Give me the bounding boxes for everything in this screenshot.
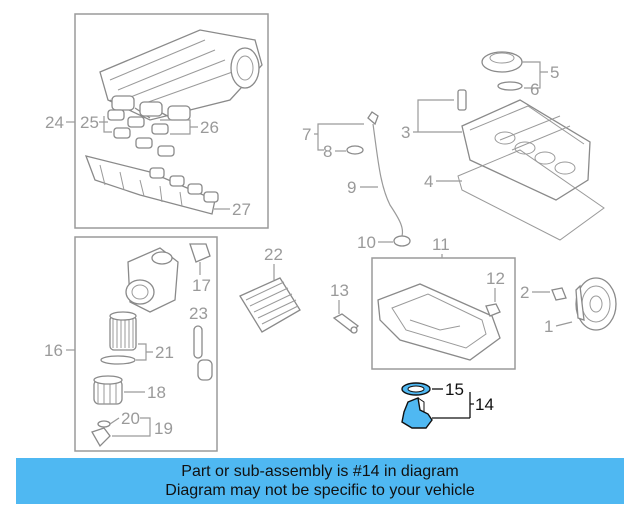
valve-cover-gasket-drawing [457, 149, 605, 241]
drain-plug-12-drawing [485, 303, 501, 317]
callout-25: 25 [80, 113, 99, 132]
callout-14: 14 [475, 395, 494, 414]
gasket-set-drawing [107, 109, 175, 157]
lower-manifold-drawing [84, 155, 219, 215]
oil-level-sensor-drawing [332, 313, 359, 334]
callout-24: 24 [45, 113, 64, 132]
callout-15: 15 [445, 380, 464, 399]
oil-pan-drawing [377, 283, 501, 361]
intake-manifold-group-box [74, 13, 269, 229]
oil-cooler-drawing [239, 277, 301, 333]
callout-4: 4 [424, 172, 433, 191]
callout-13: 13 [330, 281, 349, 300]
callout-1: 1 [544, 317, 553, 336]
callout-8: 8 [323, 142, 332, 161]
callout-2: 2 [520, 283, 529, 302]
banner-line-2: Diagram may not be specific to your vehi… [165, 482, 475, 499]
callout-16: 16 [44, 341, 63, 360]
oil-filter-group-box [74, 236, 218, 452]
callout-22: 22 [264, 245, 283, 264]
callout-11: 11 [432, 235, 450, 254]
oil-filter-element-drawing [100, 311, 137, 365]
gasket-23-drawing [193, 325, 213, 381]
callout-26: 26 [200, 118, 219, 137]
callout-3: 3 [401, 123, 410, 142]
crank-pulley-drawing [575, 277, 617, 331]
oil-strainer-gasket-drawing [401, 382, 431, 396]
info-banner: Part or sub-assembly is #14 in diagram D… [16, 458, 624, 504]
intake-manifold-drawing [99, 29, 263, 121]
callout-6: 6 [530, 80, 539, 99]
callout-20: 20 [121, 409, 140, 428]
callout-21: 21 [155, 343, 174, 362]
dipstick-drawing [346, 111, 411, 247]
banner-line-1: Part or sub-assembly is #14 in diagram [181, 463, 459, 480]
valve-cover-drawing [461, 99, 591, 201]
oil-filler-cap-drawing [481, 51, 523, 91]
callout-27: 27 [232, 200, 251, 219]
pulley-bolt-drawing [551, 287, 567, 301]
pcv-valve-drawing [457, 89, 467, 111]
callout-12: 12 [486, 269, 505, 288]
callout-23: 23 [189, 304, 208, 323]
filter-cap-drawing [93, 375, 123, 405]
oil-pan-group-box [371, 257, 516, 370]
oil-strainer-drawing [401, 397, 433, 429]
filter-housing-drawing [125, 243, 211, 313]
callout-19: 19 [154, 419, 173, 438]
callout-9: 9 [347, 178, 356, 197]
callout-5: 5 [550, 63, 559, 82]
drain-plug-drawing [91, 420, 111, 448]
callout-18: 18 [147, 383, 166, 402]
callout-10: 10 [357, 233, 376, 252]
callout-7: 7 [302, 125, 311, 144]
callout-17: 17 [192, 276, 211, 295]
